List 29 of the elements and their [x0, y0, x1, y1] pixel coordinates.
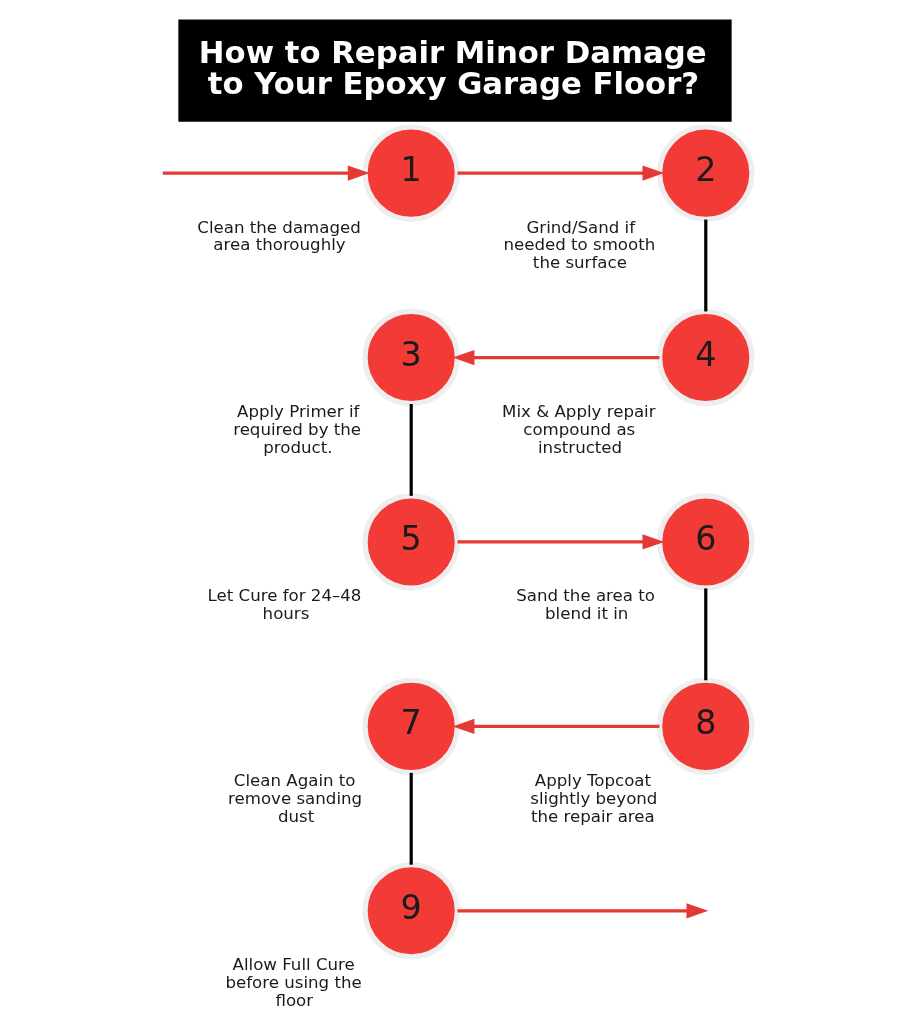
- node-circle: 9: [362, 861, 460, 959]
- node-label: Clean Again to remove sanding dust: [228, 770, 363, 826]
- node-circle: 2: [657, 123, 755, 222]
- node-circle: 1: [362, 123, 460, 222]
- connector: [704, 219, 708, 311]
- node-label: Grind/Sand if needed to smooth the surface: [503, 217, 656, 272]
- node-label: Mix & Apply repair compound as instructed: [502, 401, 656, 457]
- node-circle: 8: [657, 677, 755, 775]
- arrow: [457, 902, 709, 918]
- arrow: [452, 718, 660, 734]
- node-label: Allow Full Cure before using the floor: [225, 954, 362, 1010]
- node-label: Clean the damaged area thoroughly: [197, 217, 361, 254]
- connector: [409, 403, 413, 496]
- connector: [704, 587, 708, 680]
- connector: [409, 772, 413, 865]
- node-circle: 5: [362, 492, 460, 591]
- node-circle: 6: [657, 492, 755, 591]
- node-circle: 3: [362, 308, 460, 406]
- diagram-title: How to Repair Minor Damage to Your Epoxy Garage Floor?: [198, 33, 707, 101]
- node-label: Apply Topcoat slightly beyond the repair area: [530, 770, 658, 826]
- arrow: [457, 533, 665, 550]
- node-label: Let Cure for 24–48 hours: [207, 585, 362, 623]
- node-label: Sand the area to blend it in: [516, 585, 655, 623]
- node-circle: 7: [362, 677, 460, 775]
- node-label: Apply Primer if required by the product.: [233, 401, 362, 457]
- arrow: [452, 349, 660, 365]
- arrow: [162, 164, 370, 181]
- node-circle: 4: [657, 308, 755, 406]
- arrow: [457, 164, 665, 181]
